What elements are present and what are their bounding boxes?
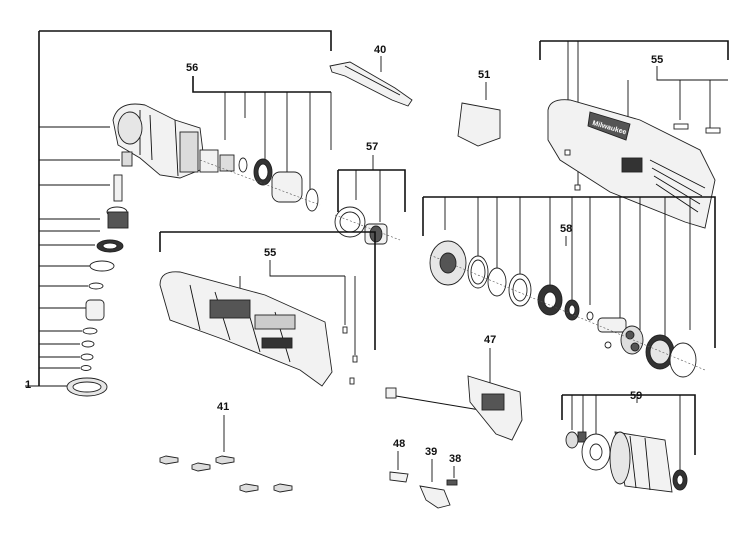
- clutch-parts-57: [334, 206, 401, 245]
- callout-39: 39: [425, 446, 437, 458]
- bracket-55-middle: [159, 231, 376, 355]
- angle-head-housing: [112, 103, 206, 179]
- callout-47: 47: [484, 334, 496, 346]
- callout-51: 51: [478, 69, 490, 81]
- bracket-58: [422, 196, 716, 348]
- screws-41: [159, 455, 293, 493]
- grip-pad-51: [457, 102, 501, 147]
- callout-38: 38: [449, 453, 461, 465]
- small-parts-48-39-38: [389, 471, 458, 509]
- callout-55-top: 55: [651, 54, 663, 66]
- callout-57: 57: [366, 141, 378, 153]
- leader-bracket-1: [25, 30, 332, 387]
- callout-55-middle: 55: [264, 247, 276, 259]
- left-parts-stack: [66, 151, 133, 397]
- motor-housing-55-middle: [159, 271, 358, 387]
- bracket-59: [561, 394, 696, 470]
- callout-40: 40: [374, 44, 386, 56]
- bracket-56: [192, 76, 332, 205]
- motor-housing-55-top: Milwaukee: [547, 99, 721, 229]
- callout-41: 41: [217, 401, 229, 413]
- shaft-parts-56: [199, 149, 321, 212]
- callout-59: 59: [630, 390, 642, 402]
- gearbox-parts-58: [429, 240, 706, 378]
- bracket-48-39-38: [397, 451, 455, 482]
- motor-59: [565, 431, 688, 493]
- lever-40: [329, 61, 413, 107]
- bracket-57: [337, 155, 406, 222]
- switch-assembly-47: [385, 375, 523, 441]
- callout-58: 58: [560, 223, 572, 235]
- callout-48: 48: [393, 438, 405, 450]
- callout-56: 56: [186, 62, 198, 74]
- callout-1: 1: [25, 379, 31, 391]
